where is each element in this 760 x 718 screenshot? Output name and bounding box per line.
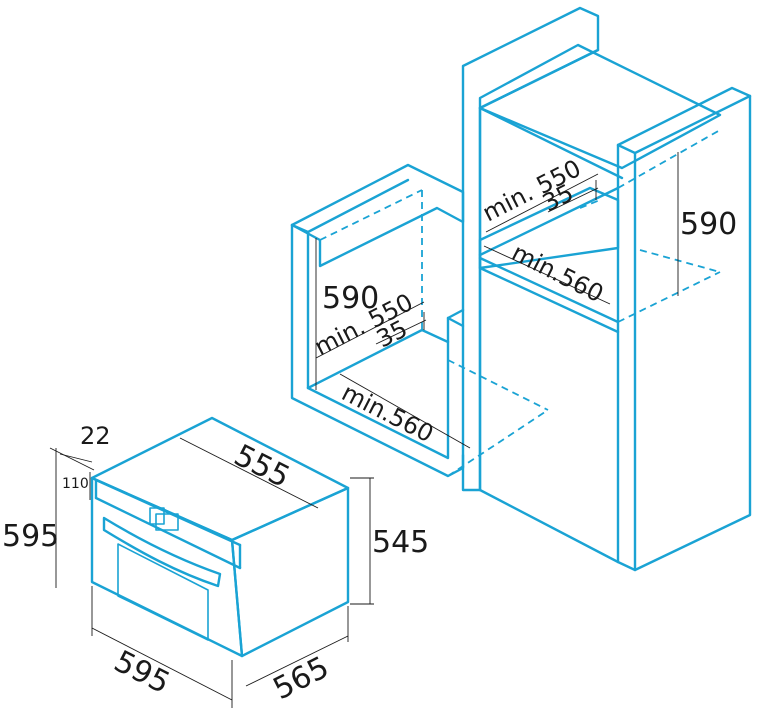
oven-width-front-label: 595: [108, 644, 175, 701]
oven-depth-label: 565: [268, 650, 335, 707]
oven-dimensions: [49, 437, 374, 708]
oven: [90, 416, 350, 658]
under-counter-height-label: 590: [322, 281, 379, 316]
oven-panel-height-label: 110: [62, 476, 89, 492]
under-counter-dimensions: [315, 238, 471, 449]
oven-top-offset-label: 22: [80, 422, 111, 450]
column-min-width-label: min.560: [507, 238, 608, 308]
oven-body-height-label: 545: [372, 525, 429, 560]
display-panel: [149, 507, 165, 525]
oven-width-top-label: 555: [228, 438, 295, 495]
column-dimensions: [483, 152, 679, 305]
under-counter-cabinet: [290, 163, 549, 478]
oven-height-front-label: 595: [2, 519, 59, 554]
oven-door-window: [117, 543, 209, 641]
column-cabinet: [461, 6, 752, 572]
door-handle: [102, 516, 222, 588]
column-height-label: 590: [680, 207, 737, 242]
under-counter-min-width-label: min.560: [337, 378, 438, 448]
